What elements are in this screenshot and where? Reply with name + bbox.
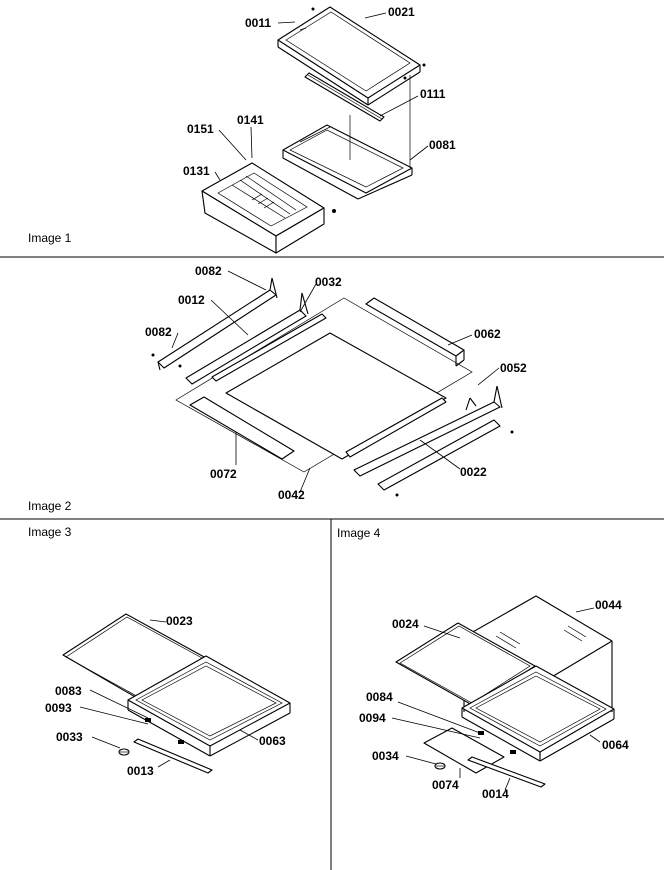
label-part-0072: 0072 — [210, 467, 237, 481]
label-part-0052: 0052 — [500, 361, 527, 375]
caption-image-1: Image 1 — [28, 231, 72, 245]
label-part-0032: 0032 — [315, 275, 342, 289]
image1-assembly — [201, 6, 429, 254]
label-part-0082-top: 0082 — [195, 264, 222, 278]
label-part-0082-bottom: 0082 — [145, 325, 172, 339]
label-part-0024: 0024 — [392, 617, 419, 631]
label-part-0014: 0014 — [482, 787, 509, 801]
label-part-0011: 0011 — [245, 16, 271, 30]
shelf-frame — [461, 665, 615, 762]
crisper-cover-frame — [282, 124, 413, 200]
left-rail — [157, 277, 278, 371]
label-part-0151: 0151 — [187, 122, 214, 136]
clips — [118, 718, 184, 756]
label-part-0141: 0141 — [237, 113, 264, 127]
label-part-0033: 0033 — [56, 730, 83, 744]
label-part-0062: 0062 — [474, 327, 501, 341]
label-part-0131: 0131 — [183, 164, 210, 178]
label-part-0084: 0084 — [366, 690, 393, 704]
caption-image-2: Image 2 — [28, 499, 72, 513]
label-part-0063: 0063 — [259, 734, 286, 748]
rear-rail — [365, 297, 465, 367]
label-part-0013: 0013 — [127, 764, 154, 778]
label-part-0044: 0044 — [595, 598, 622, 612]
clips — [434, 731, 516, 770]
label-part-0083: 0083 — [55, 684, 82, 698]
label-part-0064: 0064 — [602, 738, 629, 752]
shelf-frame — [127, 655, 291, 757]
label-part-0081: 0081 — [429, 138, 456, 152]
label-part-0034: 0034 — [372, 749, 399, 763]
image4-assembly — [391, 595, 615, 791]
label-part-0021: 0021 — [388, 5, 415, 19]
image2-assembly — [151, 270, 514, 497]
caption-image-4: Image 4 — [337, 526, 381, 540]
top-shelf-frame — [277, 6, 426, 106]
front-trim — [133, 738, 213, 774]
label-part-0111: 0111 — [420, 87, 446, 101]
label-part-0022: 0022 — [460, 465, 487, 479]
shelf-outline — [175, 297, 473, 473]
label-part-0094: 0094 — [359, 711, 386, 725]
image3-assembly — [62, 613, 291, 774]
caption-image-3: Image 3 — [28, 525, 72, 539]
crisper-drawer — [201, 162, 336, 254]
label-part-0042: 0042 — [278, 488, 305, 502]
label-part-0074: 0074 — [432, 778, 459, 792]
front-trim — [467, 756, 546, 788]
front-trim-bar — [189, 396, 295, 460]
trim-strip — [304, 72, 385, 122]
label-part-0093: 0093 — [45, 701, 72, 715]
label-part-0023: 0023 — [166, 614, 193, 628]
back-trim — [211, 313, 327, 382]
right-rails — [353, 385, 503, 491]
label-part-0012: 0012 — [178, 293, 205, 307]
front-trim — [345, 397, 447, 458]
